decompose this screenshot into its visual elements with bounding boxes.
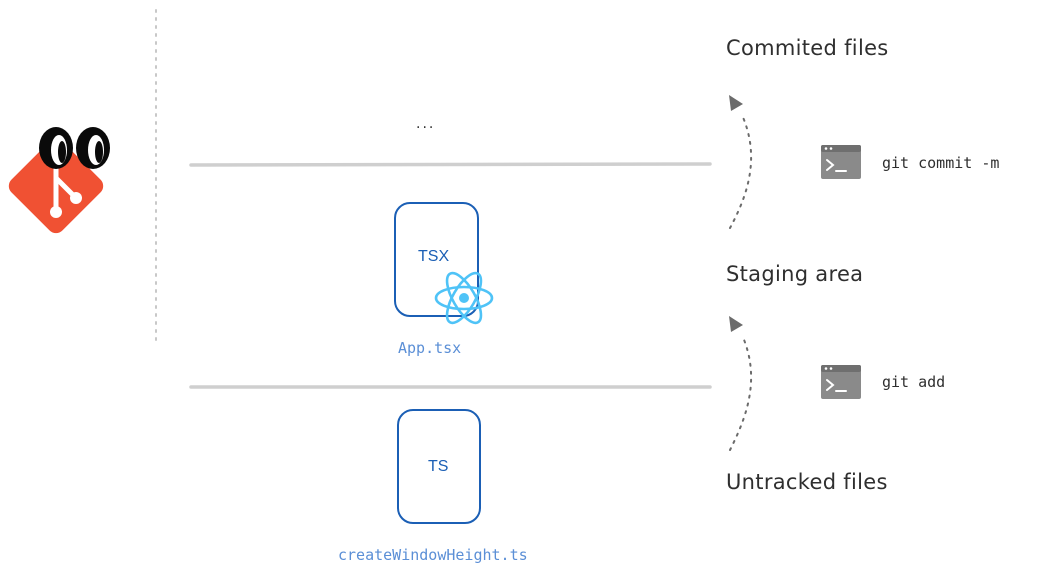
committed-staging-divider — [189, 162, 712, 167]
tsx-file-card — [394, 202, 479, 317]
terminal-icon — [821, 365, 861, 399]
app-tsx-filename: App.tsx — [398, 339, 462, 357]
terminal-icon — [821, 145, 861, 179]
dashed-curved-arrow-up-icon — [729, 316, 753, 451]
ts-file-card — [397, 409, 481, 524]
react-atom-icon — [434, 271, 494, 325]
dashed-curved-arrow-up-icon — [729, 95, 753, 229]
tsx-file-tag: TSX — [418, 248, 450, 265]
ts-file-tag: TS — [428, 458, 449, 475]
git-add-command: git add — [882, 373, 946, 391]
git-commit-command: git commit -m — [882, 154, 1000, 172]
create-window-height-filename: createWindowHeight.ts — [338, 546, 528, 564]
untracked-files-label: Untracked files — [726, 470, 888, 494]
git-logo-with-eyes-icon — [8, 127, 110, 234]
committed-files-label: Commited files — [726, 36, 889, 60]
committed-placeholder: ... — [416, 116, 436, 132]
staging-area-label: Staging area — [726, 262, 864, 286]
